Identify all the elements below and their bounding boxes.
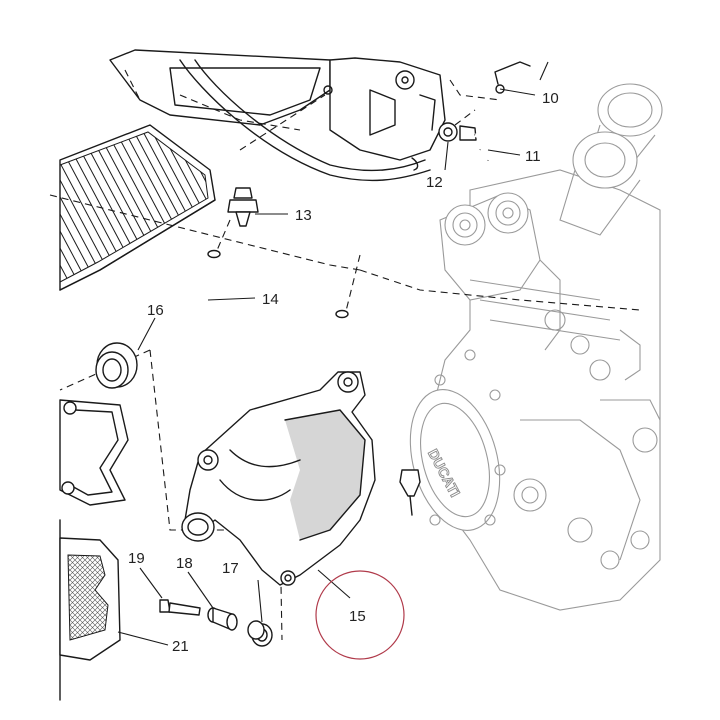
callout-15: 15 [349,608,366,625]
hose-14 [202,249,349,353]
tank-frame-section [109,49,446,182]
callout-16: 16 [147,302,164,319]
air-filter [59,124,216,291]
callout-17: 17 [222,560,239,577]
callout-12: 12 [426,174,443,191]
valve-13 [227,187,259,227]
leader-lines [117,61,549,646]
bolt-19 [159,599,201,616]
callout-10: 10 [542,90,559,107]
breather-hose [387,149,482,516]
callout-19: 19 [128,550,145,567]
callout-13: 13 [295,207,312,224]
callout-18: 18 [176,555,193,572]
clip-10 [494,61,531,94]
callout-21: 21 [172,638,189,655]
callout-11: 11 [525,148,541,165]
fitting-12 [438,122,477,142]
callout-numbers: 10 11 12 13 14 15 16 17 18 19 21 [128,90,559,655]
engine-background: DUCATI [409,83,663,611]
bushing-17 [247,620,273,647]
mesh-cover-21 [59,537,121,661]
grommet-16 [95,342,138,389]
spacer-18 [207,607,238,631]
callout-14: 14 [262,291,279,308]
left-bracket [59,399,129,701]
sprocket-cover-15 [181,371,376,586]
elbow-11 [474,133,493,161]
part-15-highlight-ring [315,570,405,660]
